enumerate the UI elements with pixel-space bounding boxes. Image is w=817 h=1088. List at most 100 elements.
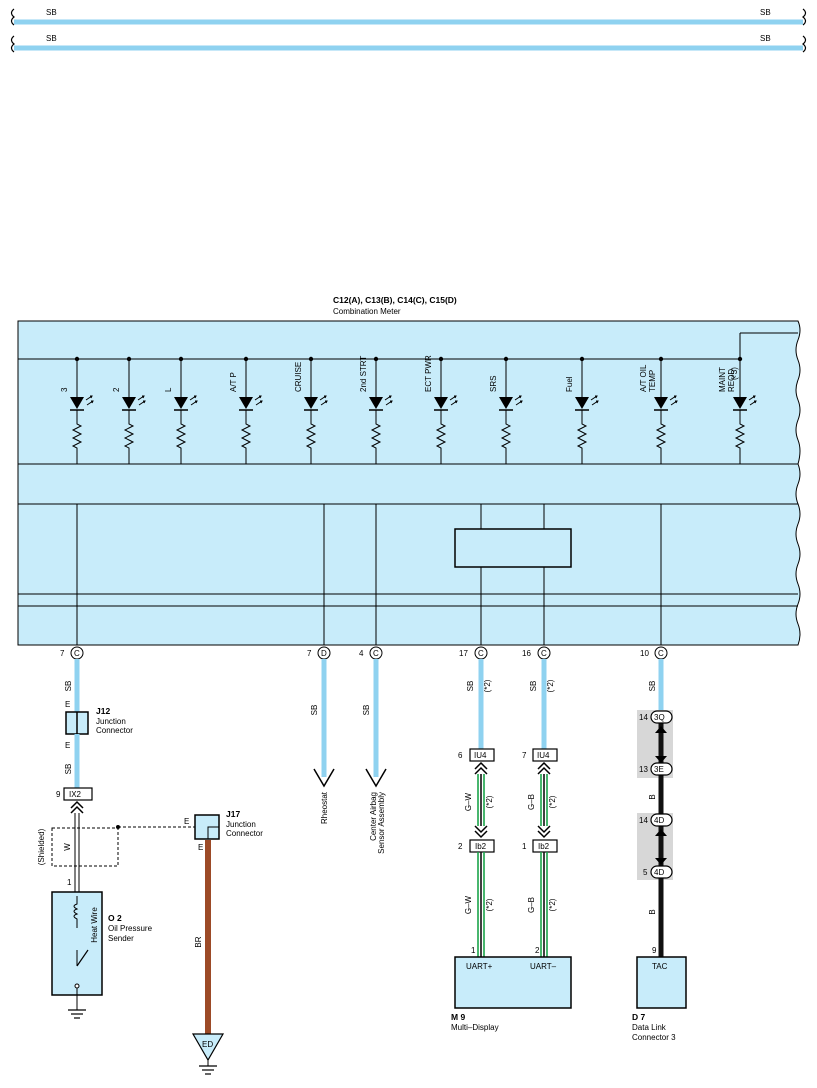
wire-label: SB — [529, 681, 538, 692]
indicator-lamp: 2 — [112, 356, 146, 464]
j17-pin-label: E — [184, 817, 189, 826]
m9-uart-plus: UART+ — [466, 962, 493, 971]
wire-note: (*2) — [485, 795, 494, 808]
indicator-lamp: CRUISE — [294, 356, 328, 464]
top-wire-label: SB — [46, 34, 57, 43]
wire-note: (*2) — [483, 679, 492, 692]
heat-wire-label: Heat Wire — [90, 907, 99, 943]
j17-name-1: Junction — [226, 820, 256, 829]
d7-code: D 7 — [632, 1012, 646, 1022]
wire-note: (*2) — [485, 898, 494, 911]
ib2-label: Ib2 — [538, 842, 550, 851]
pin-number: 7 — [307, 649, 312, 658]
m9-pin: 1 — [471, 946, 476, 955]
iu4-pin: 6 — [458, 751, 463, 760]
joint-label: 3E — [654, 765, 664, 774]
ib2-connector — [532, 839, 558, 853]
wire-label: BR — [194, 936, 203, 947]
ib2-label: Ib2 — [475, 842, 487, 851]
ground-label: ED — [202, 1040, 213, 1049]
d7-name-2: Connector 3 — [632, 1033, 676, 1042]
j17-pin-label: E — [198, 843, 203, 852]
joint-pin: 14 — [639, 713, 648, 722]
m9-code: M 9 — [451, 1012, 465, 1022]
indicator-label: ECT PWR — [424, 355, 433, 392]
oil-pressure-branch: SB E J12 Junction Connector E SB IX2 9 (… — [37, 659, 195, 1019]
joint-pin: 13 — [639, 765, 648, 774]
j12-name-1: Junction — [96, 717, 126, 726]
o2-pin: 1 — [67, 878, 72, 887]
wire-label: SB — [64, 681, 73, 692]
indicator-lamp: SRS — [489, 356, 523, 464]
j17-code: J17 — [226, 809, 240, 819]
wire-label: G–B — [527, 897, 536, 913]
pin-number: 16 — [522, 649, 531, 658]
meter-internal-lines — [76, 504, 662, 645]
wire-label: W — [63, 843, 72, 851]
rheostat-branch: SB Rheostat — [310, 659, 335, 824]
pin-conn: C — [373, 649, 379, 658]
d7-tac-label: TAC — [652, 962, 668, 971]
indicator-lamp: A/T P — [229, 356, 263, 464]
pin-number: 4 — [359, 649, 364, 658]
wire-label: G–W — [464, 895, 473, 914]
airbag-branch: SB Center Airbag Sensor Assembly — [362, 659, 387, 854]
meter-name: Combination Meter — [333, 307, 401, 316]
indicator-lamp: L — [164, 356, 198, 464]
j17-name-2: Connector — [226, 829, 263, 838]
indicator-label: REQD — [727, 369, 736, 392]
j12-name-2: Connector — [96, 726, 133, 735]
wire-label: SB — [648, 681, 657, 692]
j17-branch: E E J17 Junction Connector BR ED — [184, 809, 263, 1075]
m9-uart-minus: UART– — [530, 962, 557, 971]
pin-conn: C — [658, 649, 664, 658]
indicator-label: A/T OIL — [639, 364, 648, 392]
iu4-connector — [532, 748, 558, 762]
indicator-label: 2 — [112, 387, 121, 392]
ground-ed — [191, 1033, 225, 1062]
pin-number: 7 — [60, 649, 65, 658]
top-wire-label: SB — [760, 34, 771, 43]
joint-label: 4D — [654, 868, 664, 877]
top-wire-label: SB — [760, 8, 771, 17]
o2-name-2: Sender — [108, 934, 134, 943]
wire-label: SB — [64, 764, 73, 775]
j17-connector — [194, 814, 220, 840]
top-wires: SB SB SB SB — [10, 8, 807, 53]
wire-label: G–B — [527, 794, 536, 810]
d7-pin: 9 — [652, 946, 657, 955]
indicator-lamp: 3 — [60, 356, 94, 464]
meter-pins: C 7 D 7 C 4 C 17 C 16 C 10 — [60, 646, 668, 660]
airbag-label-1: Center Airbag — [369, 792, 378, 841]
multi-display — [454, 956, 572, 1009]
top-wire-label: SB — [46, 8, 57, 17]
wire-label: G–W — [464, 792, 473, 811]
wire-note: (*2) — [548, 795, 557, 808]
wire-label: B — [648, 794, 657, 799]
indicator-label: CRUISE — [294, 362, 303, 392]
rheostat-label: Rheostat — [320, 791, 329, 824]
wire-note: (*2) — [548, 898, 557, 911]
m9-pin: 2 — [535, 946, 540, 955]
wire-label: SB — [362, 705, 371, 716]
meter-code: C12(A), C13(B), C14(C), C15(D) — [333, 295, 457, 305]
joint-pin: 14 — [639, 816, 648, 825]
shielded-label: (Shielded) — [37, 828, 46, 865]
ib2-pin: 1 — [522, 842, 527, 851]
shield-box — [51, 827, 119, 867]
j12-code: J12 — [96, 706, 110, 716]
ix2-connector — [63, 787, 93, 801]
j12-pin-label: E — [65, 700, 70, 709]
meter-cpu-block — [454, 528, 572, 568]
iu4-label: IU4 — [537, 751, 550, 760]
indicator-label: SRS — [489, 376, 498, 392]
ib2-connector — [469, 839, 495, 853]
j12-pin-label: E — [65, 741, 70, 750]
iu4-pin: 7 — [522, 751, 527, 760]
o2-code: O 2 — [108, 913, 122, 923]
iu4-label: IU4 — [474, 751, 487, 760]
